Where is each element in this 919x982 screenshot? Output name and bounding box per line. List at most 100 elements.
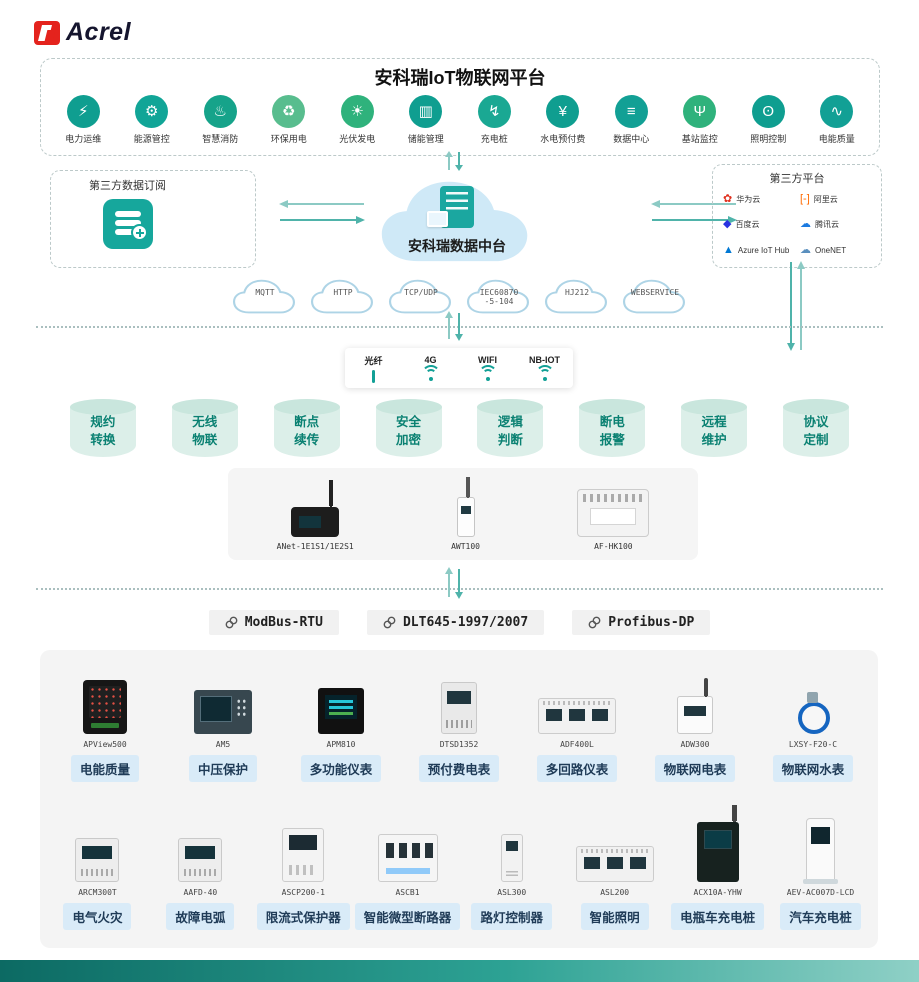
app-label: 光伏发电	[339, 134, 376, 144]
protocol-cloud-label: HJ212	[564, 288, 590, 297]
product-image	[677, 681, 713, 734]
cloud-platform-logo-icon: ☁	[800, 218, 811, 231]
app-icon-glyph: ⚙	[145, 103, 159, 120]
product-image-wrap	[803, 816, 838, 884]
app-icon: ♨	[203, 95, 237, 128]
product-item: AEV-AC007D-LCD 汽车充电桩	[769, 816, 872, 930]
cloud-platform-label: Azure IoT Hub	[737, 245, 790, 255]
capability-label: 断点 续传	[294, 415, 320, 447]
product-model: ASL300	[497, 888, 527, 897]
end-products-box: APView500 电能质量 AM5 中压保护 APM810 多功能仪表	[40, 650, 878, 948]
data-platform-label: 安科瑞数据中台	[408, 238, 506, 254]
product-model: ACX10A-YHW	[693, 888, 742, 897]
cylinder-shape: 远程 维护	[681, 399, 748, 457]
cloud-platform-item: [-] 阿里云	[800, 194, 875, 205]
app-icon: ↯	[477, 95, 511, 128]
gateway-model: AF-HK100	[594, 542, 633, 551]
app-icon-glyph: ¥	[558, 103, 567, 120]
product-image-wrap	[318, 668, 364, 734]
app-icon-glyph: ▥	[418, 103, 433, 120]
product-image	[696, 808, 739, 882]
protocol-tag: Profibus-DP	[572, 610, 711, 635]
cloud-platform-label: 百度云	[735, 220, 760, 230]
capability-item: 逻辑 判断	[460, 398, 562, 457]
footer-bar	[0, 960, 919, 982]
cloud-platforms-grid: ✿ 华为云 [-] 阿里云 ◆ 百度云 ☁ 腾讯云	[723, 189, 875, 261]
cloud-outline-icon	[466, 279, 530, 314]
protocol-cloud-label: IEC60870 -5-104	[479, 288, 519, 307]
product-image-wrap	[538, 668, 616, 734]
app-label: 数据中心	[613, 134, 650, 144]
product-item: ADF400L 多回路仪表	[518, 668, 636, 782]
protocol-cloud: TCP/UDP	[386, 276, 456, 316]
product-model: LXSY-F20-C	[788, 740, 838, 749]
cloud-platform-logo-icon: ◆	[723, 218, 732, 231]
product-image-wrap	[696, 808, 739, 882]
product-category-chip: 故障电弧	[166, 903, 235, 930]
product-model: ARCM300T	[78, 888, 117, 897]
product-category-chip: 路灯控制器	[471, 903, 552, 930]
product-item: DTSD1352 预付费电表	[400, 668, 518, 782]
data-middle-platform-cloud: 安科瑞数据中台	[372, 170, 542, 266]
app-label: 电能质量	[818, 134, 855, 144]
apps-row: ⚡ 电力运维 ⚙ 能源管控 ♨ 智慧消防 ♻ 环保用电	[49, 95, 871, 145]
protocol-cloud: HJ212	[542, 276, 612, 316]
app-item: ♻ 环保用电	[255, 95, 324, 145]
protocol-tag-label: Profibus-DP	[608, 615, 695, 630]
product-category-chip: 限流式保护器	[256, 903, 350, 930]
database-bars	[115, 211, 141, 217]
product-category-chip: 多回路仪表	[536, 755, 618, 782]
cloud-platform-item: ▲ Azure IoT Hub	[723, 244, 798, 256]
gateway-model: AWT100	[451, 542, 480, 551]
app-label: 能源管控	[133, 134, 170, 144]
product-model: DTSD1352	[439, 740, 479, 749]
product-image-wrap	[795, 668, 831, 734]
protocol-clouds-row: MQTT HTTP TCP/UDP IEC60870 -5-10	[224, 276, 696, 316]
signal-icon	[420, 365, 442, 381]
product-category-chip: 物联网电表	[654, 755, 736, 782]
product-model: ADF400L	[560, 740, 594, 749]
capability-item: 规约 转换	[52, 398, 154, 457]
product-item: ASCP200-1 限流式保护器	[252, 816, 355, 930]
product-item: AM5 中压保护	[164, 668, 282, 782]
updown-arrow-icon	[445, 311, 463, 341]
connectivity-label: NB-IOT	[529, 355, 560, 365]
gateway-products-box: ANet-1E1S1/1E2S1 AWT100 AF-HK100	[228, 468, 698, 560]
product-item: LXSY-F20-C 物联网水表	[754, 668, 872, 782]
product-item: ARCM300T 电气火灾	[46, 816, 149, 930]
product-image	[83, 680, 127, 734]
server-icon	[427, 186, 474, 228]
product-image-wrap	[441, 668, 477, 734]
product-category-chip: 预付费电表	[418, 755, 500, 782]
acrel-logo-text: Acrel	[66, 18, 132, 46]
product-image	[441, 682, 477, 734]
product-item: ASL200 智能照明	[563, 816, 666, 930]
cylinder-shape: 安全 加密	[375, 399, 442, 457]
product-image-wrap	[178, 816, 223, 882]
gateway-device-image	[456, 480, 475, 537]
gateway-model: ANet-1E1S1/1E2S1	[276, 542, 354, 551]
product-image-wrap	[282, 816, 325, 882]
product-category-chip: 电能质量	[70, 755, 139, 782]
third-party-subscription-title: 第三方数据订阅	[89, 180, 166, 192]
cloud-platform-item: ☁ OneNET	[800, 244, 875, 256]
product-model: ASCB1	[395, 888, 420, 897]
app-icon: ⚡	[66, 95, 100, 128]
cylinder-shape: 逻辑 判断	[477, 399, 544, 457]
app-icon: ʘ	[751, 95, 785, 128]
product-model: AM5	[215, 740, 231, 749]
capability-label: 断电 报警	[599, 415, 625, 447]
app-icon: ♻	[272, 95, 306, 128]
cloud-platform-logo-icon: ✿	[723, 193, 733, 206]
product-model: ASL200	[600, 888, 630, 897]
third-party-subscription-box: 第三方数据订阅	[50, 170, 256, 268]
product-category-chip: 电气火灾	[63, 903, 132, 930]
cylinder-shape: 断电 报警	[579, 399, 646, 457]
app-icon-glyph: ʘ	[762, 103, 775, 120]
product-image	[178, 838, 223, 882]
product-image-wrap	[83, 668, 127, 734]
cloud-platform-label: 阿里云	[813, 195, 838, 205]
leftright-arrow-icon	[279, 200, 365, 224]
link-icon	[225, 616, 238, 629]
app-icon-glyph: ♻	[282, 103, 296, 120]
